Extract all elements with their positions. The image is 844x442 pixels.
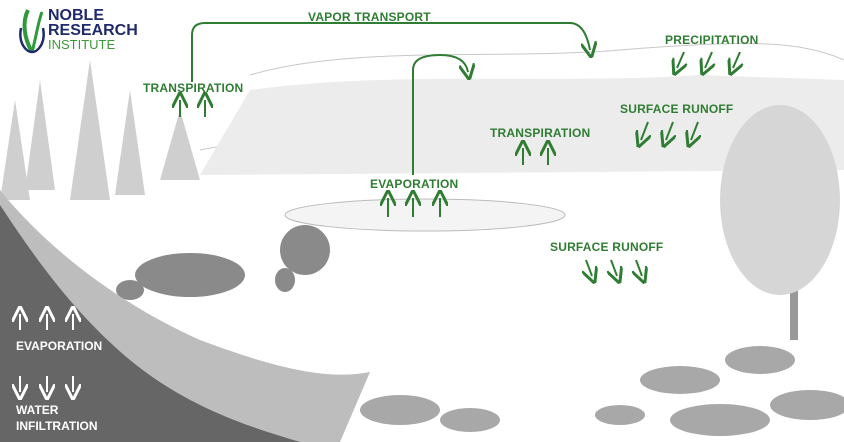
- trees-left: [0, 60, 200, 200]
- label-surface-runoff-upper: SURFACE RUNOFF: [620, 102, 734, 116]
- soil-section: [0, 205, 300, 442]
- label-evaporation-lake: EVAPORATION: [370, 177, 459, 191]
- evaporation-arc-arrow: [412, 53, 468, 175]
- rocks: [360, 346, 844, 436]
- grass-logo-icon: [19, 9, 45, 54]
- label-evaporation-soil: EVAPORATION: [16, 339, 103, 353]
- label-surface-runoff-lower: SURFACE RUNOFF: [550, 240, 664, 254]
- logo-text-noble: NOBLE: [48, 7, 104, 24]
- label-water: WATER: [16, 403, 59, 417]
- cows: [116, 225, 330, 300]
- distant-hills: [200, 75, 844, 175]
- vapor-transport-arrow: [191, 22, 590, 82]
- logo-text-research: RESEARCH: [48, 22, 138, 39]
- label-vapor-transport: VAPOR TRANSPORT: [308, 10, 431, 24]
- pond: [284, 198, 566, 232]
- process-arrows: [180, 22, 740, 276]
- tree-right: [720, 105, 840, 340]
- logo-text-institute: INSTITUTE: [48, 37, 116, 52]
- label-infiltration: INFILTRATION: [16, 419, 98, 433]
- label-transpiration-mid: TRANSPIRATION: [490, 126, 591, 140]
- label-transpiration-left: TRANSPIRATION: [143, 81, 244, 95]
- label-water-infiltration: WATER INFILTRATION: [16, 402, 98, 434]
- soil-arrows: [20, 314, 73, 392]
- label-precipitation: PRECIPITATION: [665, 33, 759, 47]
